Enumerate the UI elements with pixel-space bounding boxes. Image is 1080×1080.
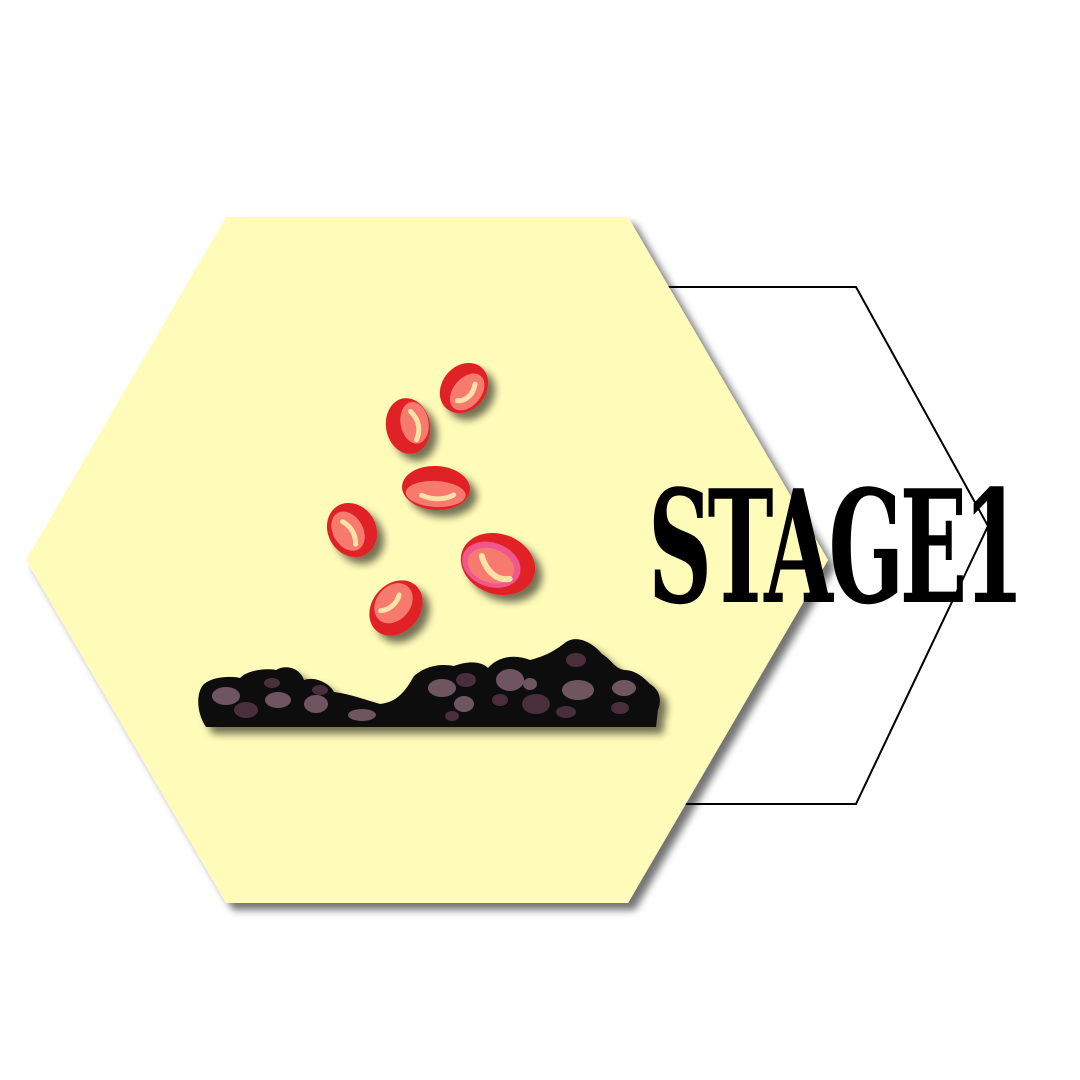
stage-title: STAGE1	[648, 456, 1020, 639]
soil-mound-icon	[198, 639, 660, 727]
coffee-bean-icon	[326, 362, 536, 636]
arrow-outline	[668, 286, 990, 805]
hexagon-background	[26, 217, 828, 903]
